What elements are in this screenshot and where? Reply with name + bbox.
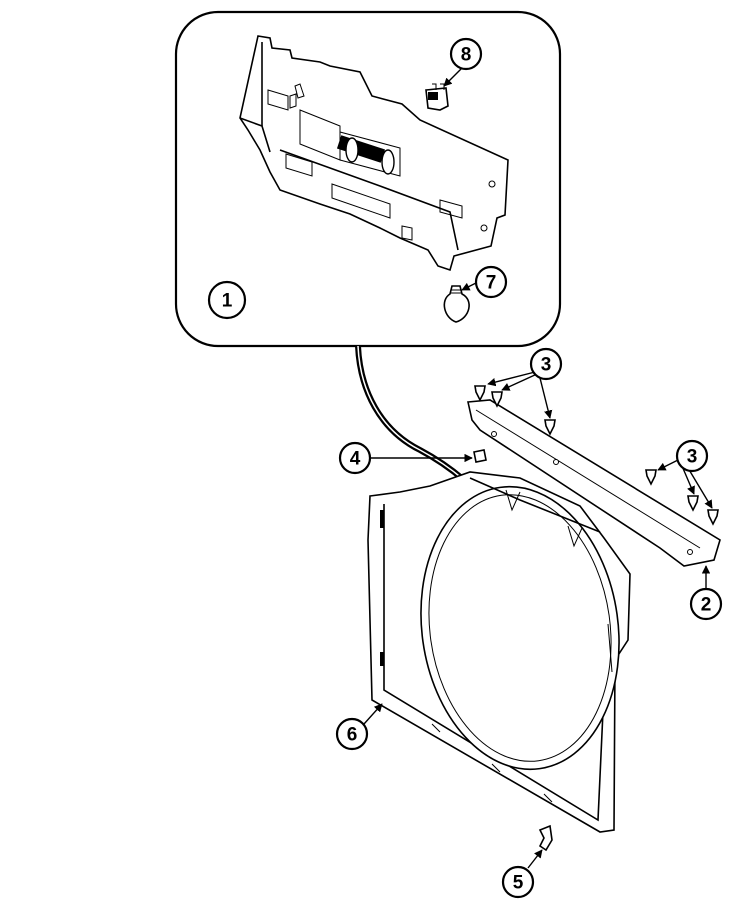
callout-8-label: 8	[461, 45, 472, 66]
callout-3-right: 3	[675, 439, 709, 473]
clip-part-4	[473, 449, 487, 463]
callout-1: 1	[207, 280, 247, 320]
callout-4: 4	[338, 441, 372, 475]
callout-7-label: 7	[486, 273, 497, 294]
control-console-part	[239, 35, 509, 272]
front-panel-part-6	[367, 471, 631, 833]
bracket-part-2	[467, 399, 721, 567]
callout-2: 2	[689, 587, 723, 621]
callout-3-right-label: 3	[687, 447, 698, 468]
callout-5: 5	[501, 865, 535, 899]
callout-3-top: 3	[529, 347, 563, 381]
callout-5-label: 5	[513, 873, 524, 894]
callout-6: 6	[335, 717, 369, 751]
callout-6-label: 6	[347, 725, 358, 746]
callout-3-top-label: 3	[541, 355, 552, 376]
callout-1-label: 1	[222, 291, 233, 312]
callout-7: 7	[474, 265, 508, 299]
leader-lines	[363, 67, 713, 869]
lamp-bulb-part-7	[443, 285, 470, 323]
switch-part-8	[425, 83, 449, 111]
callout-4-label: 4	[350, 449, 361, 470]
callout-2-label: 2	[701, 595, 712, 616]
screws-part-3	[474, 385, 719, 526]
callout-8: 8	[449, 37, 483, 71]
clip-part-5	[538, 824, 553, 852]
